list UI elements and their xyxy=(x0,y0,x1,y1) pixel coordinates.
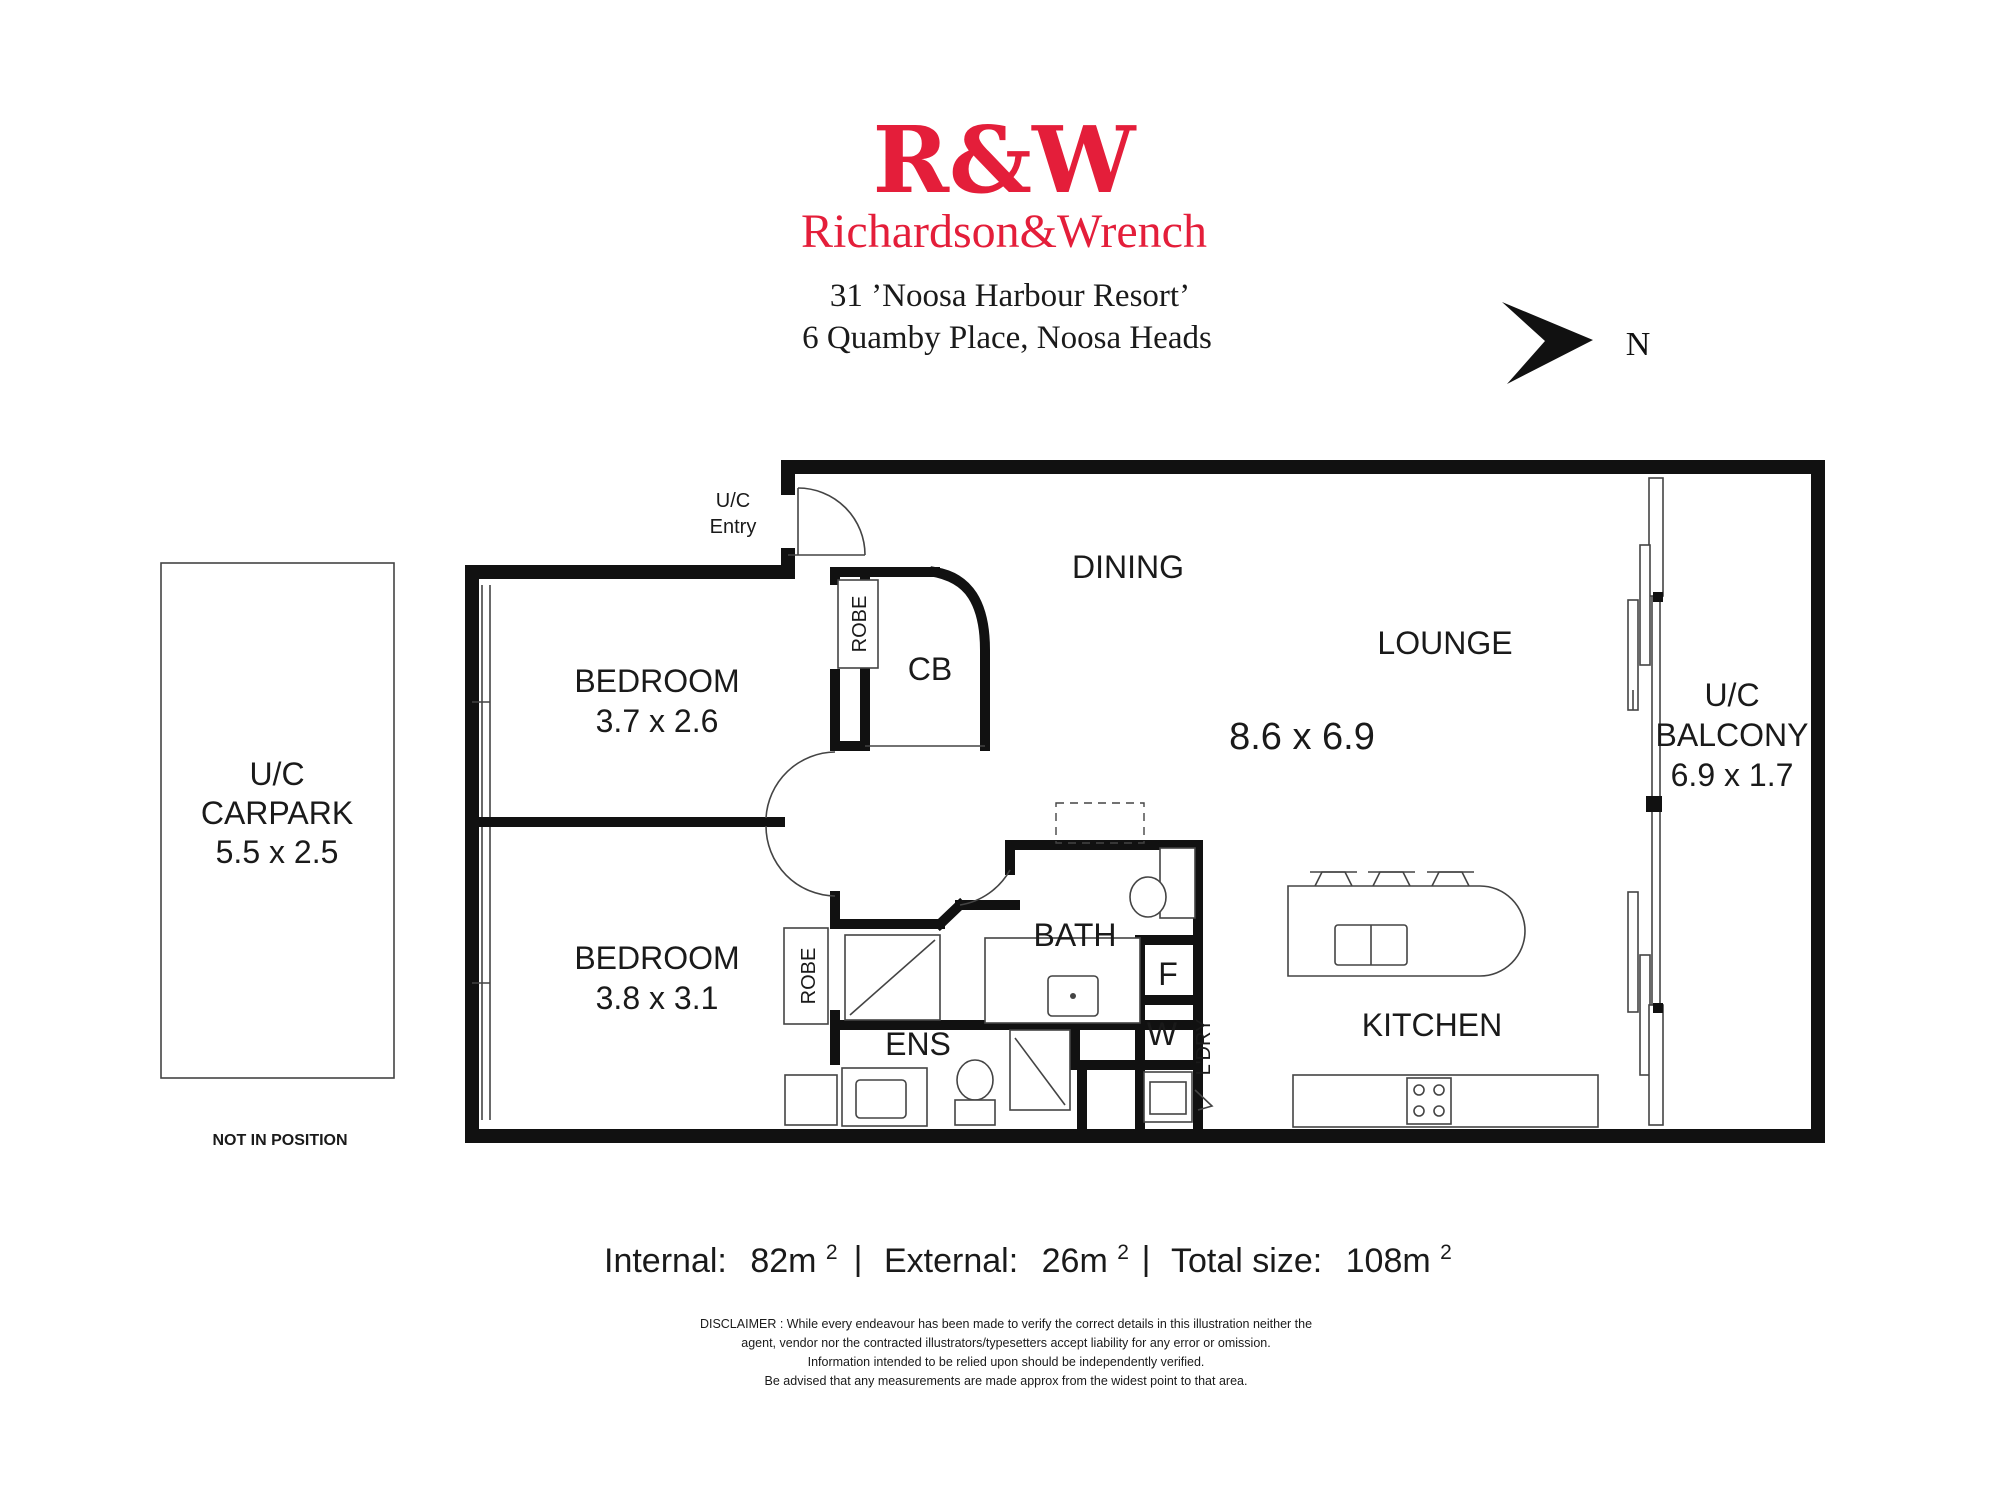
dining-label: DINING xyxy=(1072,549,1184,585)
carpark-label-2: CARPARK xyxy=(201,795,353,831)
bath-fixtures xyxy=(844,847,1196,1024)
bath-door xyxy=(959,869,1011,906)
svg-text:External: 26m 2: External: 26m 2 xyxy=(884,1241,1129,1280)
brand-name: Richardson&Wrench xyxy=(801,205,1207,258)
dashed-fixture xyxy=(1055,802,1145,844)
main-size: 8.6 x 6.9 xyxy=(1229,716,1375,758)
robe-2-label: ROBE xyxy=(798,948,820,1005)
robe-2 xyxy=(783,927,829,1025)
total-label: Total size: xyxy=(1171,1242,1322,1280)
external-value: 26m xyxy=(1042,1242,1108,1280)
laundry-label: L'DRY xyxy=(1193,1019,1215,1076)
unit-sup: 2 xyxy=(1440,1241,1452,1264)
kitchen-label: KITCHEN xyxy=(1362,1007,1502,1043)
stats-separator-2: | xyxy=(1142,1240,1151,1278)
kitchen-island xyxy=(1287,871,1526,977)
washer-label: W xyxy=(1147,1016,1178,1052)
cb-label: CB xyxy=(908,651,952,687)
total-value: 108m xyxy=(1346,1242,1431,1280)
external-label: External: xyxy=(884,1242,1018,1280)
interior-walls xyxy=(467,566,1203,1141)
disclaimer-line-4: Be advised that any measurements are mad… xyxy=(765,1374,1248,1388)
unit-sup: 2 xyxy=(1117,1241,1129,1264)
address-line-2: 6 Quamby Place, Noosa Heads xyxy=(802,320,1212,356)
entry-label-2: Entry xyxy=(710,516,757,538)
bath-label: BATH xyxy=(1034,917,1117,953)
balcony-size: 6.9 x 1.7 xyxy=(1671,757,1794,793)
entry-label-1: U/C xyxy=(716,490,750,512)
internal-label: Internal: xyxy=(604,1242,727,1280)
ensuite-fixtures xyxy=(784,1029,1071,1127)
carpark-outline xyxy=(160,562,395,1079)
bedroom-2-size: 3.8 x 3.1 xyxy=(596,980,719,1016)
bedroom-1-label: BEDROOM xyxy=(574,663,739,699)
carpark-label-1: U/C xyxy=(249,756,304,792)
disclaimer-line-1: DISCLAIMER : While every endeavour has b… xyxy=(700,1317,1312,1331)
north-arrow-icon xyxy=(1502,302,1593,384)
svg-text:Total size: 108m 2: Total size: 108m 2 xyxy=(1171,1241,1452,1280)
bedroom-1-size: 3.7 x 2.6 xyxy=(596,703,719,739)
bedroom-windows xyxy=(472,585,491,1120)
stats-separator-1: | xyxy=(854,1240,863,1278)
area-stats: Internal: 82m 2 | External: 26m 2 | Tota… xyxy=(604,1240,1452,1280)
balcony-sliding-doors xyxy=(1627,477,1664,1126)
robe-1 xyxy=(837,579,879,669)
disclaimer-line-2: agent, vendor nor the contracted illustr… xyxy=(741,1336,1270,1350)
laundry-tub xyxy=(1143,1071,1214,1123)
ens-label: ENS xyxy=(885,1026,951,1062)
kitchen-bench xyxy=(1292,1074,1599,1128)
bedroom-doors xyxy=(765,751,836,897)
address-line-1: 31 ’Noosa Harbour Resort’ xyxy=(830,278,1190,314)
unit-sup: 2 xyxy=(826,1241,838,1264)
balcony-label-1: U/C xyxy=(1704,677,1759,713)
disclaimer-line-3: Information intended to be relied upon s… xyxy=(808,1355,1205,1369)
carpark-note: NOT IN POSITION xyxy=(212,1132,347,1149)
balcony-label-2: BALCONY xyxy=(1656,717,1809,753)
robe-1-label: ROBE xyxy=(849,596,871,653)
brand-logo-mark: R&W xyxy=(873,106,1138,214)
internal-value: 82m xyxy=(750,1242,816,1280)
entry-door xyxy=(788,487,866,556)
svg-text:Internal: 82m 2: Internal: 82m 2 xyxy=(604,1241,838,1280)
lounge-label: LOUNGE xyxy=(1377,625,1512,661)
fridge-label: F xyxy=(1158,956,1178,992)
carpark-size: 5.5 x 2.5 xyxy=(216,834,339,870)
north-label: N xyxy=(1626,326,1651,363)
bedroom-2-label: BEDROOM xyxy=(574,940,739,976)
